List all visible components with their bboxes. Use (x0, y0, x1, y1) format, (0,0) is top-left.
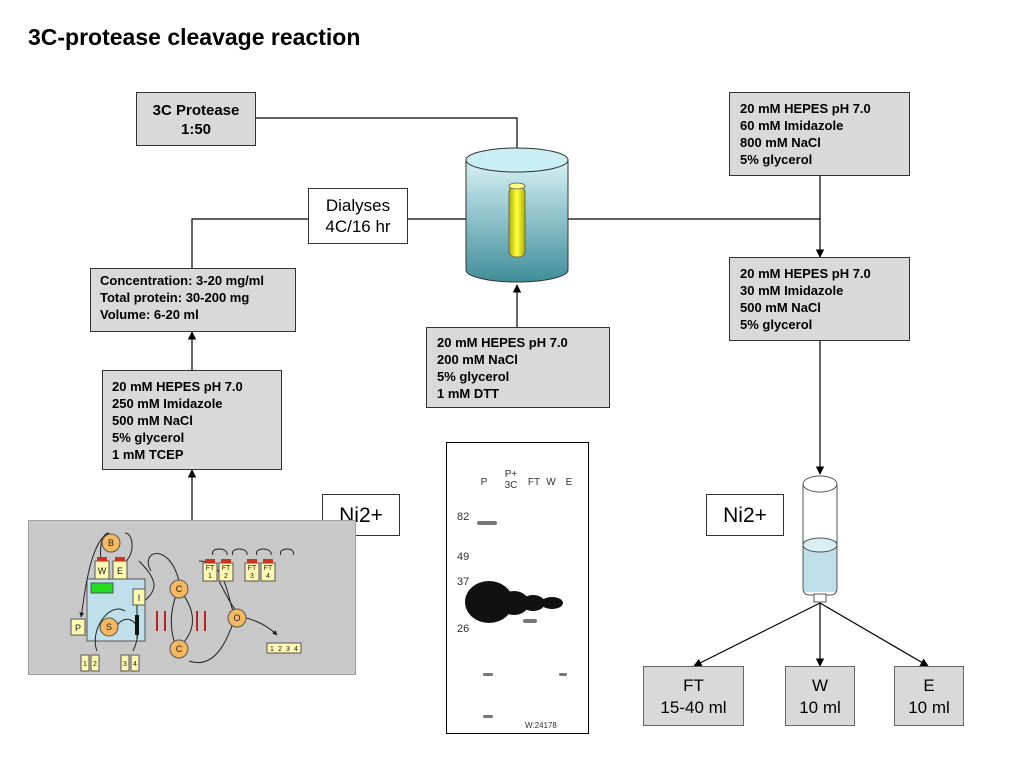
buffer-line: 500 mM NaCl (740, 300, 821, 315)
output-volume: 10 ml (799, 698, 841, 717)
sample-volume: Volume: 6-20 ml (100, 307, 199, 322)
schematic-collector: 2 (278, 646, 282, 653)
gel-band (523, 619, 537, 623)
gel-band (483, 715, 493, 718)
protease-ratio: 1:50 (180, 121, 212, 138)
buffer-line: 5% glycerol (740, 152, 813, 167)
schematic-node: C (176, 644, 183, 654)
schematic-port: 1 (83, 661, 87, 668)
protease-box: 3C Protease 1:50 (136, 92, 256, 146)
schematic-fraction: 3 (250, 573, 254, 580)
gel-mw-marker: 26 (457, 623, 470, 635)
column-to-ft-connector (693, 602, 821, 667)
sample-box: Concentration: 3-20 mg/ml Total protein:… (90, 268, 296, 332)
buffer-line: 250 mM Imidazole (112, 396, 223, 411)
schematic-fraction: 1 (208, 573, 212, 580)
output-volume: 10 ml (908, 698, 950, 717)
schematic-collector: 1 (270, 646, 274, 653)
output-name: E (923, 676, 935, 695)
gel-mw-marker: 49 (457, 551, 470, 563)
output-name: W (811, 676, 829, 695)
gel-lane-label: P (480, 477, 488, 488)
schematic-node: C (176, 584, 183, 594)
top-right-buffer-box: 20 mM HEPES pH 7.0 60 mM Imidazole 800 m… (729, 92, 910, 176)
schematic-port: 3 (123, 661, 127, 668)
buffer-line: 5% glycerol (437, 369, 510, 384)
sample-total-protein: Total protein: 30-200 mg (100, 290, 250, 305)
gel-lane-label: W (546, 477, 556, 488)
schematic-node: W (98, 566, 107, 576)
gel-mw-marker: 82 (457, 511, 470, 523)
gel-mw-marker: 37 (457, 576, 470, 588)
buffer-line: 20 mM HEPES pH 7.0 (437, 335, 568, 350)
dialysis-tube (508, 182, 526, 258)
schematic-node: E (117, 566, 123, 576)
buffer-line: 1 mM TCEP (112, 447, 184, 462)
buffer-line: 200 mM NaCl (437, 352, 518, 367)
dialysis-buffer-box: 20 mM HEPES pH 7.0 200 mM NaCl 5% glycer… (426, 327, 610, 408)
output-ft-box: FT 15-40 ml (643, 666, 744, 726)
schematic-fraction: 4 (266, 573, 270, 580)
schematic-fraction: FT (206, 565, 215, 572)
output-w-box: W 10 ml (785, 666, 855, 726)
schematic-port: 2 (93, 661, 97, 668)
buffer-line: 1 mM DTT (437, 386, 500, 401)
buffer-line: 5% glycerol (740, 317, 813, 332)
buffer-line: 20 mM HEPES pH 7.0 (740, 101, 871, 116)
tank-to-mixed-connector (528, 218, 825, 258)
gel-band-marker (477, 521, 497, 525)
schematic-collector: 3 (286, 646, 290, 653)
system-schematic: B W E P S I C C O FT 1 FT 2 FT 3 FT 4 1 … (70, 532, 302, 672)
dialyses-box: Dialyses 4C/16 hr (308, 188, 408, 244)
gel-band (483, 673, 493, 676)
buffer-line: 20 mM HEPES pH 7.0 (112, 379, 243, 394)
gel-band (541, 597, 563, 609)
schematic-fraction: 2 (224, 573, 228, 580)
gel-lane-label: FT (527, 477, 541, 488)
schematic-node: I (138, 593, 141, 603)
sds-page-gel: P P+ 3C FT W E 82 49 37 26 W:24178 (446, 442, 589, 734)
sample-to-dialyses-connector (191, 218, 308, 268)
ni-label-right: Ni2+ (706, 494, 784, 536)
schematic-node: S (106, 622, 112, 632)
output-e-box: E 10 ml (894, 666, 964, 726)
buffer-line: 500 mM NaCl (112, 413, 193, 428)
page-title: 3C-protease cleavage reaction (28, 24, 361, 50)
output-name: FT (683, 676, 704, 695)
buffer-line: 20 mM HEPES pH 7.0 (740, 266, 871, 281)
schematic-fraction: FT (248, 565, 257, 572)
output-volume: 15-40 ml (660, 698, 727, 717)
column-to-e-connector (819, 602, 929, 667)
gel-band (521, 595, 545, 611)
gel-code: W:24178 (525, 721, 557, 730)
buffer-line: 30 mM Imidazole (740, 283, 844, 298)
sample-concentration: Concentration: 3-20 mg/ml (100, 273, 264, 288)
schematic-port: 4 (133, 661, 137, 668)
gel-lane-label: P+ 3C (504, 469, 518, 491)
protease-line: 3C Protease (152, 102, 240, 119)
schematic-fraction: FT (222, 565, 231, 572)
buffer-line: 800 mM NaCl (740, 135, 821, 150)
ni-column (802, 475, 838, 603)
dialyses-conditions: 4C/16 hr (325, 217, 391, 236)
elution-buffer-box: 20 mM HEPES pH 7.0 250 mM Imidazole 500 … (102, 370, 282, 470)
purification-system-panel: B W E P S I C C O FT 1 FT 2 FT 3 FT 4 1 … (28, 520, 356, 675)
gel-band (559, 673, 567, 676)
schematic-node: O (233, 613, 240, 623)
schematic-node: P (75, 623, 81, 633)
gel-lane-label: E (565, 477, 573, 488)
schematic-fraction: FT (264, 565, 273, 572)
buffer-line: 60 mM Imidazole (740, 118, 844, 133)
mixed-buffer-box: 20 mM HEPES pH 7.0 30 mM Imidazole 500 m… (729, 257, 910, 341)
buffer-line: 5% glycerol (112, 430, 185, 445)
schematic-collector: 4 (294, 646, 298, 653)
dialyses-label: Dialyses (325, 196, 391, 215)
schematic-node: B (108, 538, 114, 548)
